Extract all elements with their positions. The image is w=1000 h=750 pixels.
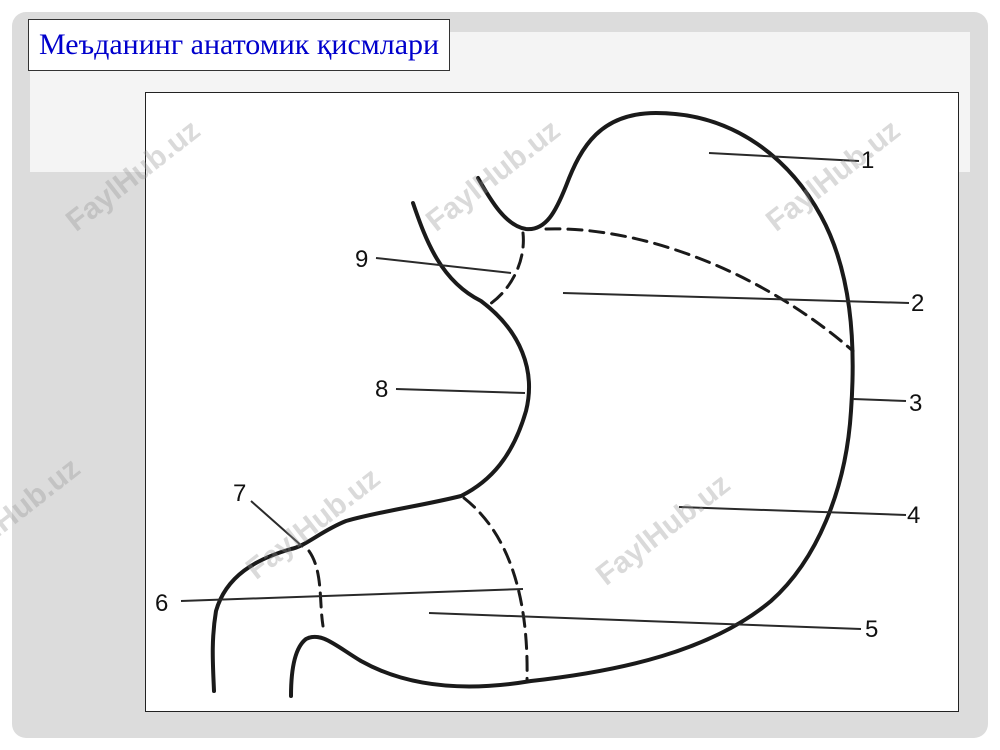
label-8: 8 — [375, 376, 388, 403]
fundus-boundary-line — [544, 227, 855, 353]
antrum-boundary-line — [462, 496, 529, 683]
leader-line-2 — [562, 292, 910, 304]
stomach-diagram-svg: 1 2 3 4 5 6 7 8 9 — [155, 111, 924, 698]
slide-title: Меъданинг анатомик қисмлари — [28, 19, 451, 71]
leader-line-4 — [678, 506, 907, 516]
leader-line-1 — [708, 152, 860, 162]
label-5: 5 — [865, 616, 878, 643]
leader-line-3 — [852, 398, 907, 402]
lesser-curvature-outline — [210, 201, 531, 693]
leader-line-7 — [250, 500, 304, 548]
leader-line-5 — [428, 612, 862, 630]
label-9: 9 — [355, 246, 368, 273]
leader-line-9 — [375, 257, 512, 274]
pylorus-boundary-line — [307, 549, 325, 628]
label-1: 1 — [861, 147, 874, 174]
label-4: 4 — [907, 502, 920, 529]
leader-line-6 — [180, 588, 524, 602]
label-7: 7 — [233, 480, 246, 507]
greater-curvature-outline — [289, 111, 855, 698]
label-6: 6 — [155, 590, 168, 617]
cardia-boundary-line — [485, 231, 525, 308]
leader-line-8 — [395, 388, 526, 394]
stomach-diagram: 1 2 3 4 5 6 7 8 9 — [145, 92, 959, 712]
label-3: 3 — [909, 390, 922, 417]
label-2: 2 — [911, 290, 924, 317]
